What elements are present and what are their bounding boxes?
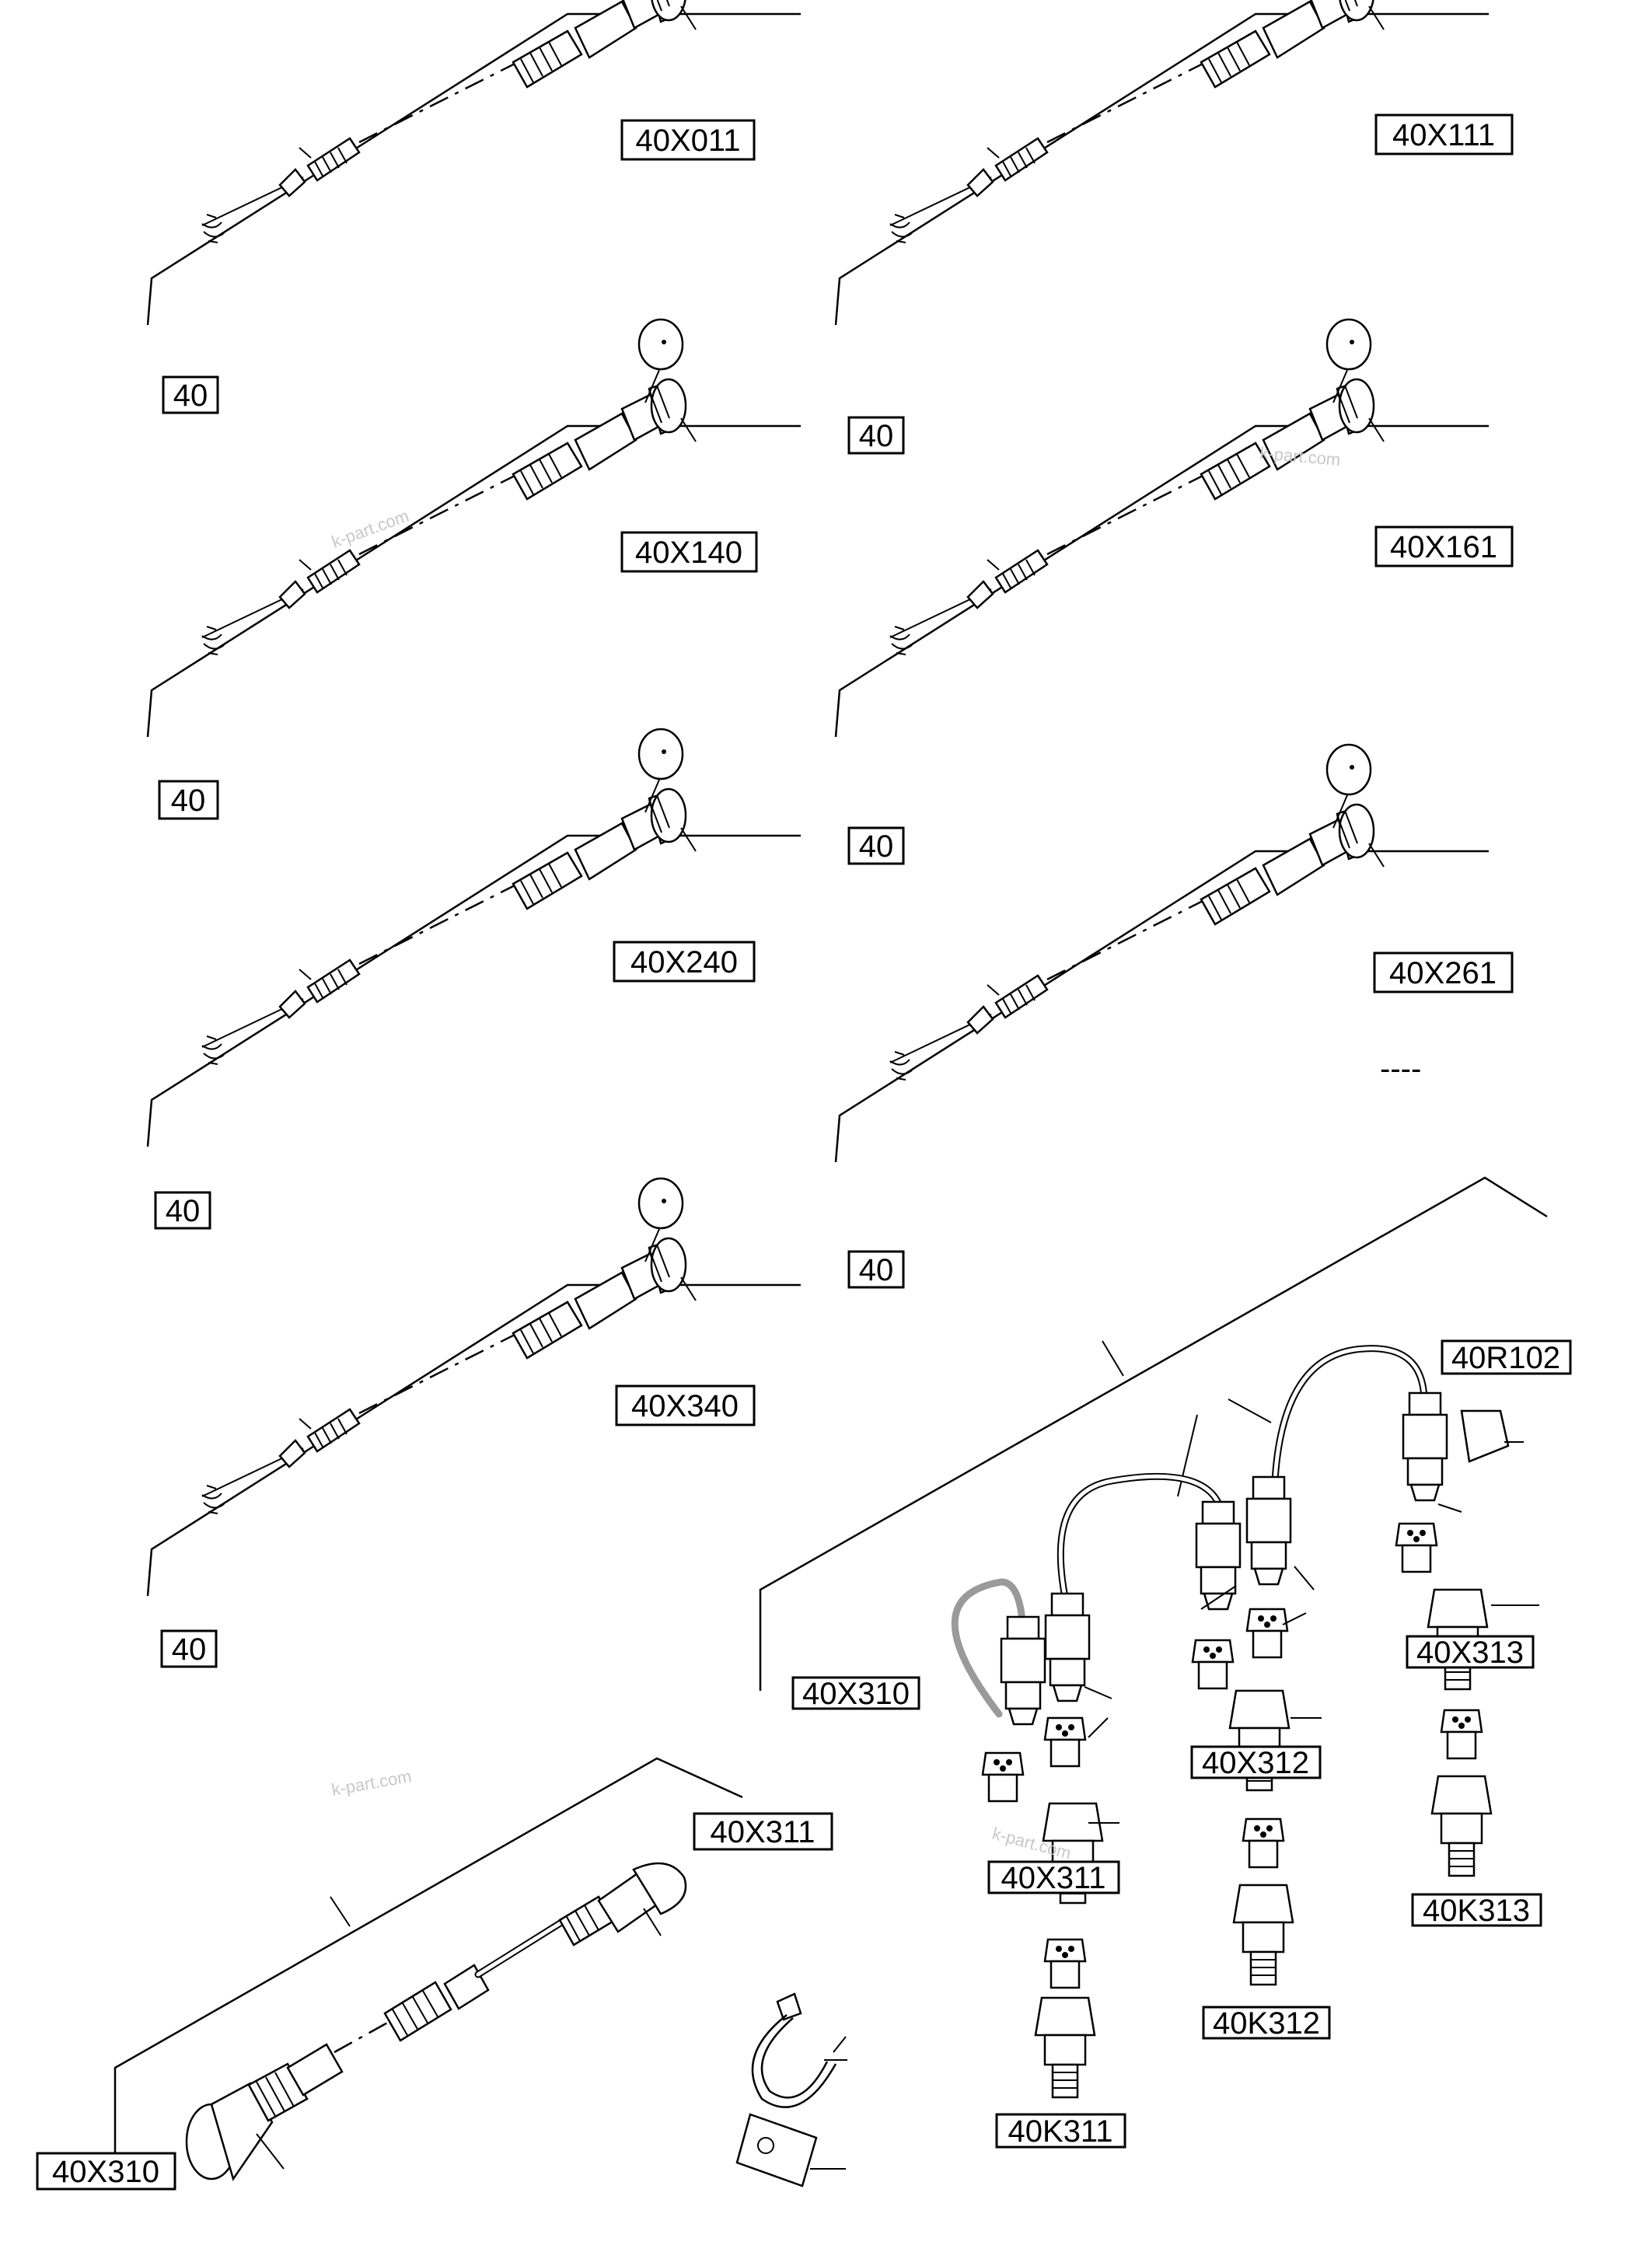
label-40x140: 40X140 [620,531,758,573]
svg-text:40X111: 40X111 [1392,118,1495,152]
svg-text:40: 40 [859,829,894,864]
svg-text:40: 40 [859,419,894,453]
watermark-1: k-part.com [329,506,411,552]
label-40k311: 40K311 [995,2113,1126,2149]
label-40x011: 40X011 [620,119,756,161]
svg-text:40R102: 40R102 [1451,1341,1560,1375]
label-40x161: 40X161 [1374,525,1514,567]
label-40x311-harness: 40X311 [987,1860,1120,1895]
label-40x111: 40X111 [1374,113,1514,155]
label-40k313: 40K313 [1411,1893,1542,1928]
extension-cable-assembly [114,1757,743,2181]
sensor-assembly-40x011 [146,0,802,326]
svg-text:40X011: 40X011 [636,124,741,158]
svg-text:40K313: 40K313 [1423,1894,1530,1928]
label-40-cable-5: 40 [154,1191,211,1230]
label-40-cable-1: 40 [162,375,219,414]
svg-text:40X140: 40X140 [635,536,742,570]
svg-text:40: 40 [171,784,206,818]
svg-text:40X311: 40X311 [1001,1861,1106,1895]
label-40-cable-3: 40 [158,780,219,820]
svg-text:40X313: 40X313 [1416,1636,1524,1670]
label-40x261: 40X261 [1373,951,1514,993]
watermark-2: k-part.com [1259,443,1342,470]
label-40x310-bottom: 40X310 [36,2152,176,2191]
label-40k312: 40K312 [1202,2006,1331,2041]
sensor-assembly-40x240 [146,728,802,1148]
label-40x313: 40X313 [1406,1635,1535,1670]
svg-text:40: 40 [172,1632,207,1667]
label-40x311-top: 40X311 [693,1812,833,1851]
label-40-cable-7: 40 [160,1629,218,1668]
label-dashes: ---- [1380,1052,1421,1086]
sensor-assembly-40x140 [146,318,802,738]
svg-text:40: 40 [859,1253,894,1287]
watermark-3: k-part.com [330,1766,414,1800]
svg-text:40X240: 40X240 [630,945,738,979]
svg-text:40: 40 [173,379,208,413]
svg-text:40K311: 40K311 [1008,2114,1113,2149]
label-40x340: 40X340 [615,1384,756,1426]
label-40-cable-4: 40 [847,826,905,865]
label-40x312: 40X312 [1190,1745,1322,1780]
svg-text:40X310: 40X310 [52,2155,159,2189]
svg-text:40K312: 40K312 [1213,2006,1320,2041]
svg-text:40X311: 40X311 [711,1815,816,1849]
svg-text:40X261: 40X261 [1389,956,1497,990]
harness-assembly [735,1176,1548,2187]
svg-text:40: 40 [166,1194,201,1228]
sensor-assembly-40x111 [834,0,1490,326]
label-40x310-harness: 40X310 [791,1676,920,1711]
svg-text:40X312: 40X312 [1202,1746,1309,1780]
svg-text:40X310: 40X310 [802,1677,910,1711]
svg-text:40X340: 40X340 [631,1389,739,1423]
label-40r102: 40R102 [1441,1339,1572,1375]
label-40-cable-6: 40 [847,1250,905,1289]
label-40-cable-2: 40 [847,416,905,455]
label-40x240: 40X240 [613,941,756,983]
svg-text:40X161: 40X161 [1390,530,1497,564]
